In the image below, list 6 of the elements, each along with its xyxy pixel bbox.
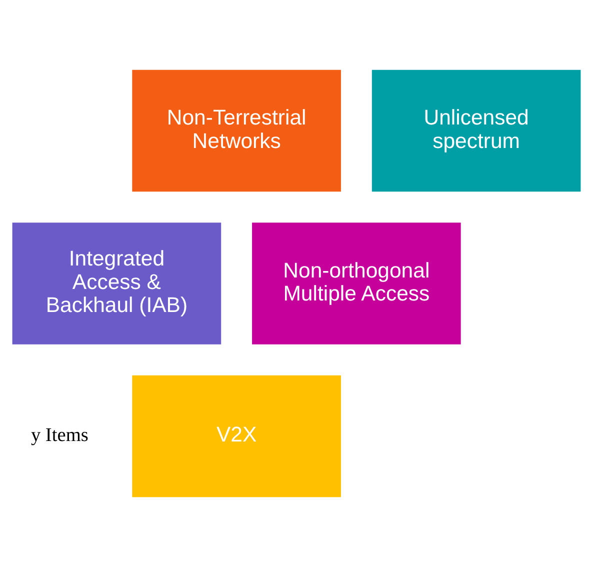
node-box: Integrated Access & Backhaul (IAB) — [12, 222, 222, 344]
node-box: Non-orthogonal Multiple Access — [252, 222, 461, 344]
label: y Items — [30, 424, 88, 446]
node-box: Unlicensed spectrum — [372, 69, 581, 192]
node-box: V2X — [132, 374, 341, 497]
node-box: Non-Terrestrial Networks — [132, 69, 341, 192]
